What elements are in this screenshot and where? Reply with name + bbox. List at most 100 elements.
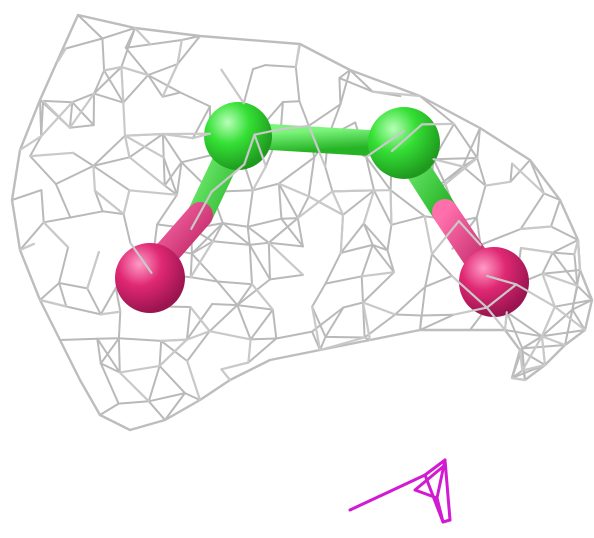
mesh-edge [99, 362, 120, 405]
mesh-edge [505, 311, 543, 338]
mesh-edge [93, 92, 125, 104]
mesh-edge [211, 303, 239, 307]
mesh-edge [161, 133, 183, 164]
mesh-edge [236, 304, 274, 311]
mesh-edge [164, 392, 186, 421]
mesh-edge [220, 68, 245, 105]
mesh-edge [365, 156, 392, 192]
mesh-edge [99, 310, 122, 316]
mesh-edge [540, 308, 574, 338]
mesh-edge [307, 195, 345, 216]
mesh-edge [571, 269, 581, 311]
mesh-edge [362, 271, 395, 304]
mesh-edge [250, 283, 274, 311]
mesh-edge [103, 69, 125, 104]
mesh-edge [101, 210, 125, 216]
mesh-edge [339, 222, 365, 254]
mesh-edge [349, 69, 374, 93]
mesh-edge [280, 217, 304, 248]
mesh-edge [117, 400, 150, 405]
atom-green-2 [368, 107, 440, 179]
mesh-edge [210, 163, 246, 193]
mesh-edge [307, 156, 316, 198]
mesh-edge [248, 241, 270, 246]
mesh-edge [163, 184, 178, 196]
mesh-edge [211, 222, 224, 243]
mesh-edge [246, 225, 270, 244]
mesh-edge [42, 99, 74, 104]
mesh-edge [371, 90, 422, 98]
mesh-edge [186, 359, 202, 402]
mesh-edge [93, 69, 106, 95]
mesh-edge [161, 91, 182, 98]
mesh-edge [311, 282, 327, 308]
mesh-edge [158, 338, 188, 367]
mesh-edge [120, 27, 136, 68]
mesh-edge [147, 364, 161, 403]
mesh-edge [431, 253, 453, 277]
mesh-edge [338, 77, 342, 106]
mesh-edge [564, 308, 574, 346]
density-mesh-front [10, 13, 594, 432]
mesh-edge [576, 238, 582, 272]
mesh-edge [123, 132, 164, 137]
mesh-edge [389, 189, 393, 226]
mesh-edge [324, 335, 366, 339]
mesh-edge [461, 127, 481, 168]
mesh-edge [246, 225, 251, 246]
mesh-edge [394, 313, 423, 317]
mesh-edge [331, 190, 345, 216]
mesh-edge [191, 132, 211, 140]
mesh-edge [504, 329, 543, 338]
mesh-edge [29, 155, 57, 185]
mesh-edge [123, 134, 165, 159]
mesh-edge [277, 182, 283, 220]
mesh-edge [324, 275, 363, 285]
mesh-edge [93, 189, 104, 213]
mesh-edge [129, 241, 153, 274]
mesh-edge [246, 217, 283, 228]
mesh-edge [267, 241, 305, 276]
mesh-edge [99, 286, 117, 316]
mesh-edge [123, 134, 131, 159]
mesh-edge [360, 271, 396, 278]
mesh-edge [540, 335, 567, 347]
mesh-edge [444, 156, 479, 186]
mesh-edge [77, 14, 104, 40]
mesh-edge [176, 35, 201, 65]
mesh-edge [271, 308, 278, 340]
mesh-edge [251, 165, 267, 192]
mesh-edge [371, 243, 395, 274]
mesh-edge [208, 330, 252, 341]
mesh-edge [324, 251, 342, 285]
mesh-edge [551, 239, 579, 254]
mesh-edge [208, 304, 239, 333]
atom-pink-2 [459, 247, 529, 317]
mesh-edge [183, 392, 201, 401]
mesh-edge [153, 223, 159, 247]
mesh-edge [247, 337, 278, 364]
mesh-edge [220, 368, 232, 382]
mesh-edge [294, 44, 301, 69]
mesh-edge [279, 124, 310, 131]
mesh-edge [430, 220, 460, 256]
mesh-edge [147, 392, 186, 403]
mesh-edge [128, 133, 164, 159]
mesh-edge [307, 103, 342, 127]
mesh-edge [41, 99, 72, 129]
mesh-edge [521, 335, 544, 372]
mesh-edge [147, 74, 182, 94]
mesh-edge [360, 275, 364, 304]
mesh-edge [339, 243, 374, 254]
mesh-edge [163, 161, 183, 187]
mesh-edge [242, 68, 254, 105]
mesh-edge [179, 91, 211, 108]
mesh-edge [176, 38, 183, 66]
mesh-edge [510, 376, 527, 382]
mesh-edge [342, 189, 375, 216]
mesh-edge [540, 305, 556, 338]
mesh-edge [342, 301, 364, 309]
mesh-edge [419, 313, 455, 331]
mesh-edge [93, 66, 123, 95]
